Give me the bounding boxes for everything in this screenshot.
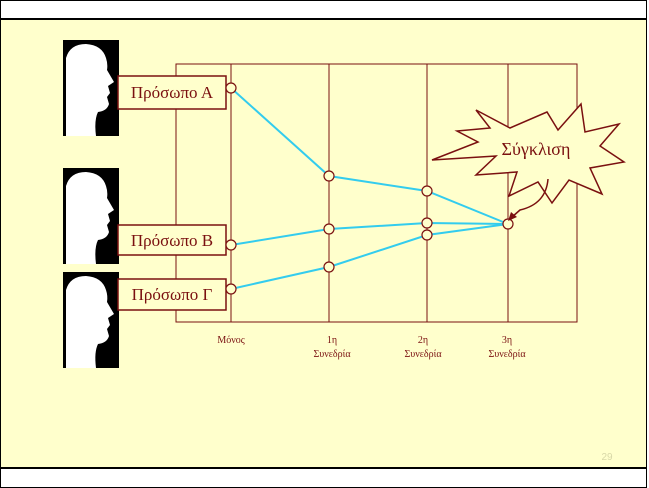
page-number: 29 — [601, 452, 613, 463]
convergence-callout: Σύγκλιση — [431, 102, 626, 221]
marker-b-session-1 — [323, 223, 335, 235]
marker-a-alone — [225, 82, 237, 94]
person-b-box — [117, 224, 227, 256]
marker-c-session-1 — [323, 261, 335, 273]
trajectory-c — [230, 223, 509, 290]
column-label-session-2-text: Συνεδρία — [404, 349, 442, 360]
person-c-box — [117, 278, 227, 311]
person-a-label: Πρόσωπο Α — [131, 83, 214, 102]
column-label-session-1-text: Συνεδρία — [313, 349, 351, 360]
marker-a-session-2 — [421, 185, 433, 197]
face-silhouette-c-icon — [63, 272, 119, 368]
top-bar — [0, 0, 647, 20]
column-label-session-3-number: 3η — [502, 335, 512, 346]
marker-c-session-2 — [421, 229, 433, 241]
marker-convergence — [502, 218, 514, 230]
face-silhouette-b-icon — [63, 168, 119, 264]
convergence-label: Σύγκλιση — [502, 139, 571, 159]
callout-arrowhead — [508, 212, 517, 221]
marker-b-session-2 — [421, 217, 433, 229]
trajectory-b — [230, 221, 509, 246]
marker-b-alone — [225, 239, 237, 251]
face-silhouette-a-icon — [63, 40, 119, 136]
person-a-box — [117, 75, 227, 110]
marker-c-alone — [225, 283, 237, 295]
column-label-alone: Μόνος — [217, 335, 244, 346]
marker-a-session-1 — [323, 170, 335, 182]
column-label-session-3-text: Συνεδρία — [488, 349, 526, 360]
column-label-session-2-number: 2η — [418, 335, 428, 346]
person-c-label: Πρόσωπο Γ — [132, 285, 213, 304]
plot-frame — [175, 63, 578, 323]
trajectory-a — [230, 87, 509, 225]
column-label-session-1-number: 1η — [327, 335, 337, 346]
person-b-label: Πρόσωπο Β — [131, 231, 213, 250]
starburst-shape — [431, 102, 626, 205]
callout-pointer — [511, 178, 549, 218]
